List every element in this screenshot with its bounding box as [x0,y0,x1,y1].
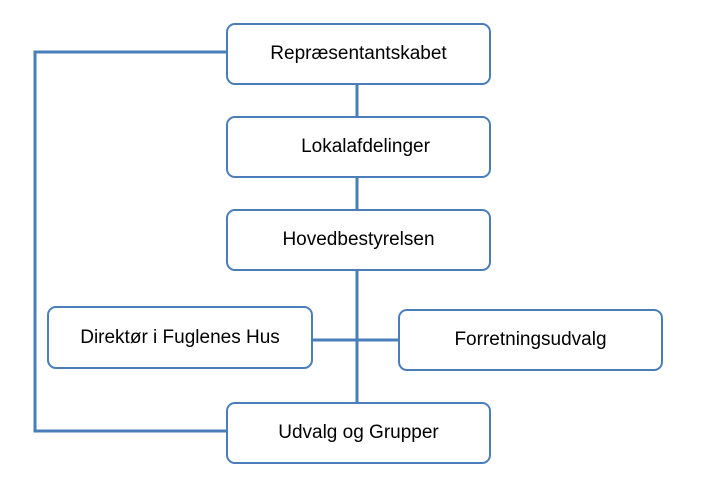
node-hovedbestyrelsen: Hovedbestyrelsen [226,209,491,271]
node-udvalg-og-grupper-label: Udvalg og Grupper [278,422,439,443]
connector-rep-udv-loop [33,50,228,433]
node-representantskabet-label: Repræsentantskabet [270,43,447,64]
node-direktor: Direktør i Fuglenes Hus [47,306,313,369]
node-representantskabet: Repræsentantskabet [226,23,491,85]
node-lokalafdelinger-label: Lokalafdelinger [301,136,430,157]
node-hovedbestyrelsen-label: Hovedbestyrelsen [282,229,435,250]
node-direktor-label: Direktør i Fuglenes Hus [80,326,280,348]
node-forretningsudvalg-label: Forretningsudvalg [454,329,607,350]
node-lokalafdelinger: Lokalafdelinger [226,116,491,178]
node-udvalg-og-grupper: Udvalg og Grupper [226,402,491,464]
node-forretningsudvalg: Forretningsudvalg [398,309,663,371]
